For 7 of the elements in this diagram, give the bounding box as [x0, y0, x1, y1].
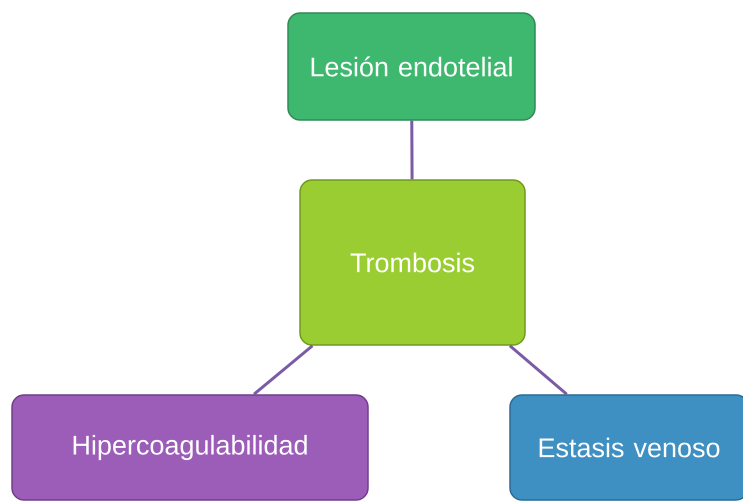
process-box: Trombosis [299, 179, 526, 346]
connector-line [410, 120, 414, 180]
process-box: Lesión endotelial [287, 12, 536, 121]
process-box: Hipercoagulabilidad [11, 394, 369, 501]
connector-line [508, 344, 568, 396]
process-box: Estasis venoso [509, 394, 743, 501]
connector-line [253, 344, 314, 396]
